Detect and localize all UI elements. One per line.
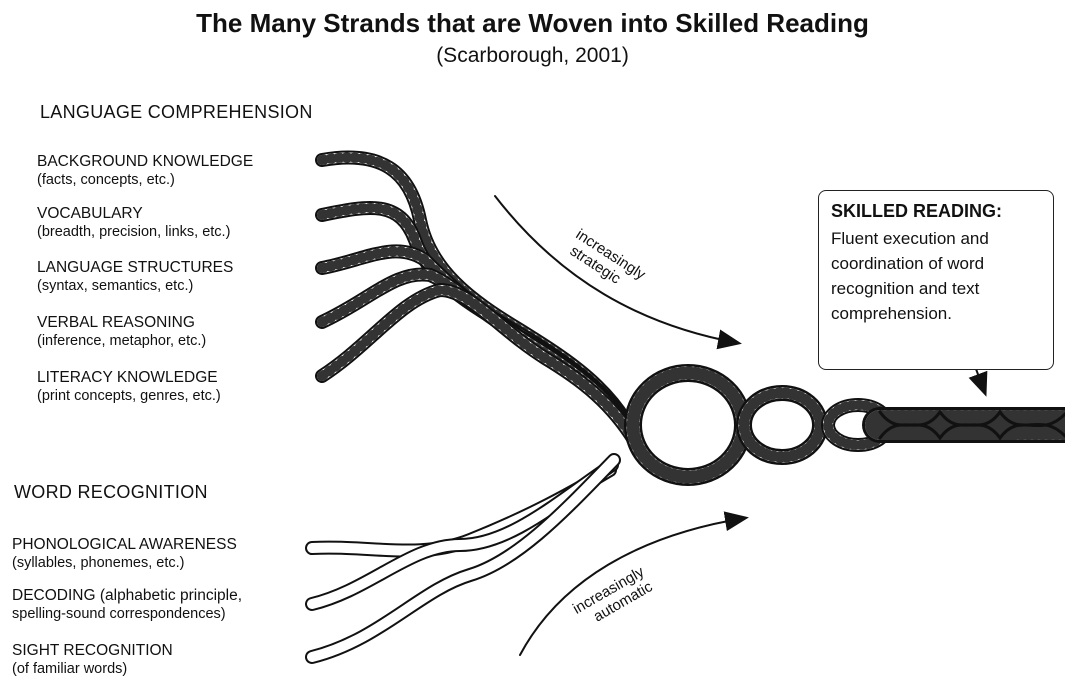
callout-body: Fluent execution and coordination of wor… [831,226,1041,326]
language-strands [322,158,634,441]
skilled-reading-callout: SKILLED READING: Fluent execution and co… [818,190,1054,370]
callout-title: SKILLED READING: [831,201,1041,222]
word-recognition-strands [312,460,614,657]
woven-rope-loops [633,373,888,477]
braided-rope [880,412,1065,438]
